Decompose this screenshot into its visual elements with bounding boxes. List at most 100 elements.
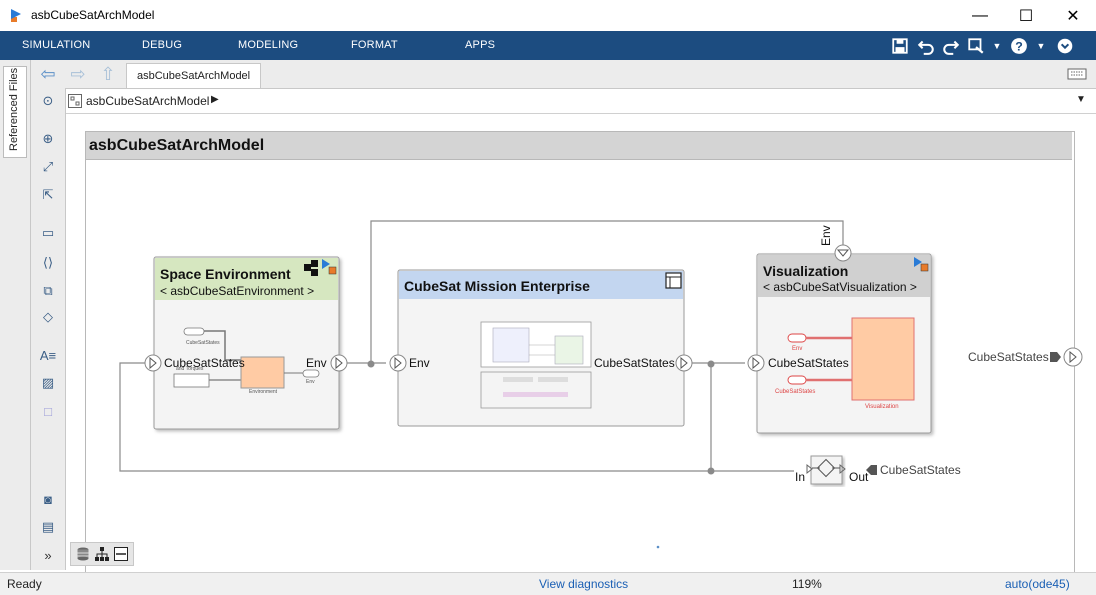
conn-env-to-vis	[370, 220, 844, 363]
port-icon[interactable]: ⟨⟩	[42, 255, 54, 270]
expand-palette-icon[interactable]: »	[44, 547, 52, 563]
database-icon[interactable]	[75, 546, 91, 562]
adapter-in-label: In	[795, 470, 805, 484]
space-env-out-port[interactable]	[330, 354, 348, 372]
mission-out-label: CubeSatStates	[594, 356, 675, 370]
conn-feedback	[119, 362, 711, 472]
solver-link[interactable]: auto(ode45)	[1005, 577, 1070, 591]
help-icon[interactable]: ?	[1010, 37, 1028, 55]
breadcrumb-arrow-icon[interactable]: ▶	[211, 94, 219, 105]
area-icon[interactable]: □	[44, 403, 52, 419]
referenced-files-tab[interactable]: Referenced Files	[3, 66, 27, 158]
tab-simulation[interactable]: SIMULATION	[22, 39, 91, 51]
diagram-title: asbCubeSatArchModel	[89, 137, 265, 154]
zoom-area-icon[interactable]: ⇱	[42, 187, 54, 202]
mission-in-label: Env	[409, 356, 430, 370]
image-icon[interactable]: ▨	[41, 375, 55, 390]
visualization-component[interactable]: Visualization < asbCubeSatVisualization …	[747, 225, 932, 434]
subsystem-icon	[665, 272, 682, 289]
up-arrow-icon[interactable]: ⇧	[100, 63, 116, 84]
adapter-icon[interactable]: ◇	[43, 309, 53, 324]
minimize-panel-icon[interactable]	[113, 546, 129, 562]
diagram-header: asbCubeSatArchModel	[86, 132, 1072, 160]
title-bar: asbCubeSatArchModel — ☐ ✕	[0, 0, 1096, 31]
hide-explorer-icon[interactable]: ⊙	[42, 93, 54, 108]
space-env-thumbnail: CubeSatStates and Torques Environment En…	[173, 327, 320, 395]
cubesat-states-outport[interactable]: CubeSatStates	[968, 347, 1083, 367]
mission-thumbnail	[480, 321, 592, 409]
svg-text:Environment: Environment	[249, 389, 278, 395]
svg-text:CubeSatStates: CubeSatStates	[775, 389, 815, 395]
adapter-block[interactable]: In Out	[795, 455, 869, 485]
branch-point	[707, 467, 715, 475]
tab-format[interactable]: FORMAT	[351, 39, 398, 51]
annotation-icon[interactable]: A≡	[39, 347, 57, 363]
model-icon	[68, 94, 82, 108]
vis-subtitle: < asbCubeSatVisualization >	[763, 280, 917, 294]
save-icon[interactable]	[891, 37, 909, 55]
vis-in-port[interactable]	[747, 354, 765, 372]
model-tab[interactable]: asbCubeSatArchModel	[126, 63, 262, 88]
vis-in-label: CubeSatStates	[768, 356, 849, 370]
branch-point	[367, 360, 375, 368]
status-ready: Ready	[7, 577, 42, 591]
vis-reference-link-icon	[914, 257, 929, 272]
space-env-in-port[interactable]	[144, 354, 162, 372]
breadcrumb-bar: asbCubeSatArchModel ▶ ▼	[66, 89, 1096, 114]
canvas-bottom-toolbar	[70, 542, 134, 566]
svg-text:Env: Env	[306, 379, 315, 385]
vis-top-label: Env	[819, 225, 833, 246]
component-icon[interactable]: ▭	[41, 225, 55, 240]
minimize-button[interactable]: —	[972, 6, 988, 24]
redo-icon[interactable]	[942, 37, 960, 55]
mission-title: CubeSat Mission Enterprise	[404, 278, 590, 294]
tab-debug[interactable]: DEBUG	[142, 39, 183, 51]
space-env-title: Space Environment	[160, 266, 291, 282]
maximize-button[interactable]: ☐	[1018, 7, 1034, 25]
hierarchy-icon[interactable]	[94, 546, 110, 562]
vis-title: Visualization	[763, 263, 848, 279]
resize-grip-icon[interactable]	[1076, 558, 1090, 568]
camera-icon[interactable]: ◙	[44, 491, 52, 507]
adapter-output-label: CubeSatStates	[880, 463, 961, 477]
svg-text:Visualization: Visualization	[865, 404, 899, 410]
svg-text:?: ?	[1015, 40, 1023, 54]
chevron-down-icon[interactable]: ▼	[992, 41, 1002, 51]
keyboard-icon[interactable]	[1067, 67, 1087, 81]
vis-thumbnail: Env CubeSatStates Visualization	[775, 317, 915, 410]
breadcrumb-dropdown-icon[interactable]: ▼	[1076, 94, 1086, 105]
space-environment-component[interactable]: Space Environment < asbCubeSatEnvironmen…	[144, 256, 348, 430]
compare-icon[interactable]	[967, 37, 985, 55]
reference-component-icon[interactable]: ⧉	[43, 283, 53, 298]
close-button[interactable]: ✕	[1066, 7, 1080, 25]
property-inspector-icon[interactable]: ▤	[41, 519, 55, 534]
variant-cubes-icon	[304, 260, 318, 276]
tab-apps[interactable]: APPS	[465, 39, 496, 51]
undo-icon[interactable]	[917, 37, 935, 55]
forward-arrow-icon[interactable]: ⇨	[70, 63, 86, 84]
window-title: asbCubeSatArchModel	[31, 8, 155, 22]
tab-modeling[interactable]: MODELING	[238, 39, 299, 51]
block-palette: ⊙ ⊕ ⤢ ⇱ ▭ ⟨⟩ ⧉ ◇ A≡ ▨ □ ◙ ▤ »	[31, 88, 66, 570]
outport-label: CubeSatStates	[968, 350, 1049, 364]
branch-point	[707, 360, 715, 368]
vis-top-port[interactable]	[834, 244, 852, 262]
mission-in-port[interactable]	[389, 354, 407, 372]
mission-out-port[interactable]	[675, 354, 693, 372]
simulink-app-icon	[11, 9, 21, 22]
status-bar: Ready View diagnostics 119% auto(ode45)	[0, 572, 1096, 595]
fit-to-view-icon[interactable]: ⤢	[42, 159, 54, 174]
zoom-in-icon[interactable]: ⊕	[42, 131, 54, 146]
adapter-icon-glyph	[812, 458, 840, 478]
zoom-level[interactable]: 119%	[792, 577, 822, 591]
back-arrow-icon[interactable]: ⇦	[40, 63, 56, 84]
help-chevron-icon[interactable]: ▼	[1036, 41, 1046, 51]
view-diagnostics-link[interactable]: View diagnostics	[539, 577, 629, 591]
breadcrumb[interactable]: asbCubeSatArchModel	[86, 94, 210, 108]
mission-enterprise-component[interactable]: CubeSat Mission Enterprise Env CubeSatSt…	[389, 269, 693, 427]
collapse-toolstrip-icon[interactable]	[1056, 37, 1074, 55]
reference-link-icon	[322, 259, 337, 275]
svg-text:Env: Env	[792, 346, 802, 352]
adapter-output-tag[interactable]: CubeSatStates	[866, 463, 961, 477]
adapter-out-label: Out	[849, 470, 869, 484]
